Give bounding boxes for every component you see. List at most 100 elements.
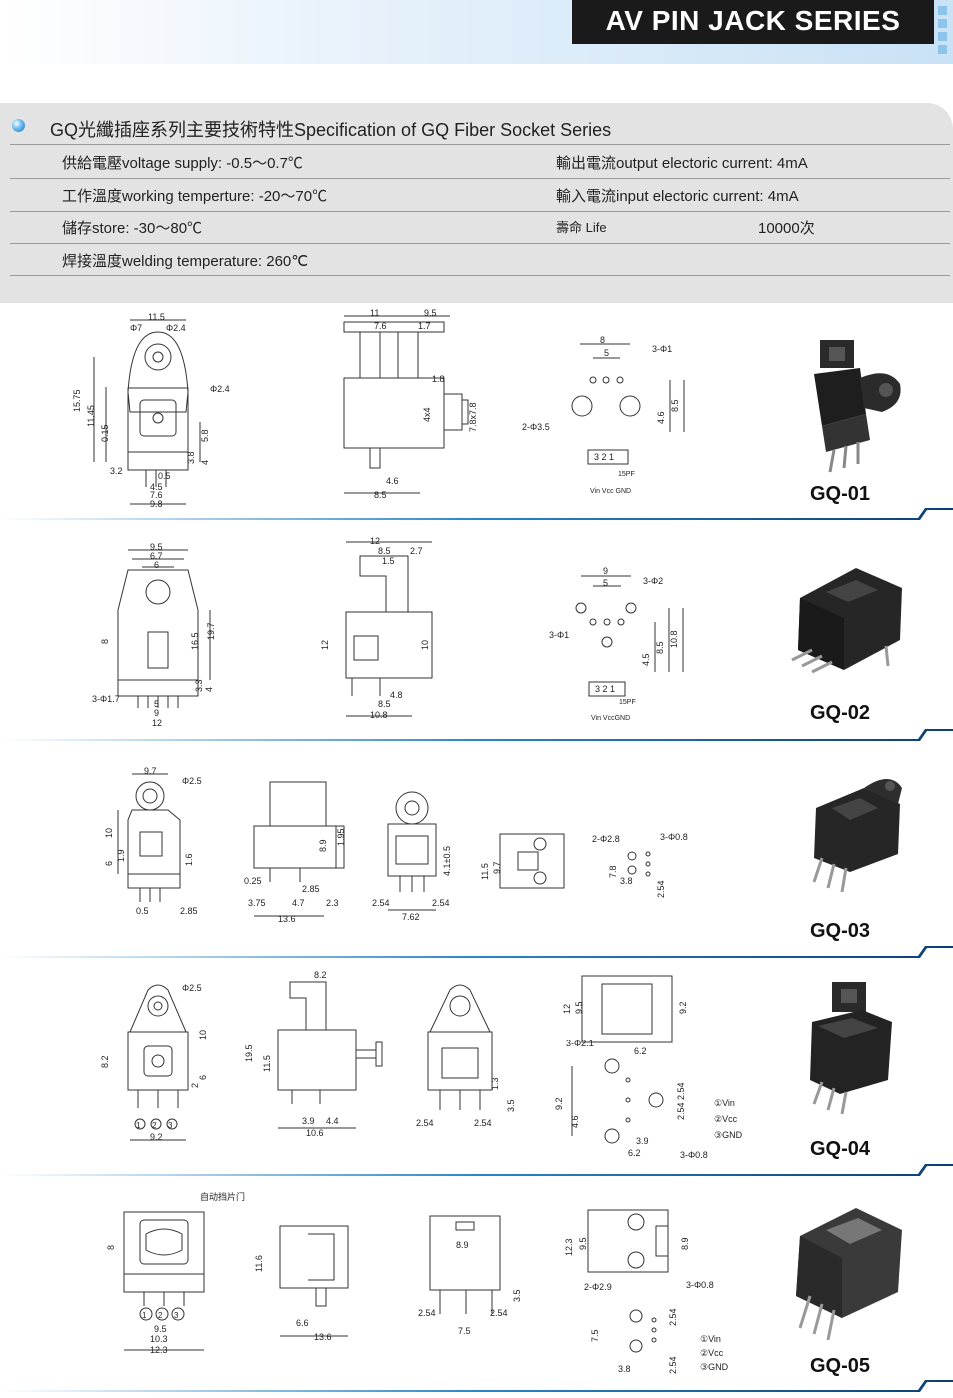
dim-text: 19.7 — [206, 622, 216, 640]
dim-text: 15.75 — [72, 389, 82, 412]
dim-text: 6.2 — [628, 1148, 641, 1158]
dim-text: 11.5 — [262, 1055, 272, 1072]
dim-text: 7.62 — [402, 912, 420, 922]
gq05-note: 自动挡片门 — [200, 1191, 245, 1202]
gq03-front-drawing: 9.7 Φ2.5 10 6 1.9 1.6 0.5 2.85 — [104, 766, 202, 916]
dim-text: 3-Φ0.8 — [686, 1280, 714, 1290]
gq01-photo — [814, 340, 901, 473]
gq02-pinout-drawing: 9 5 3-Φ2 3-Φ1 4.5 8.5 10.8 3 2 1 15PF Vi… — [549, 566, 684, 722]
dim-text: 8.5 — [670, 399, 680, 412]
spec-voltage: 供給電壓voltage supply: -0.5～0.7℃ — [62, 155, 303, 172]
dim-text: 9.8 — [150, 499, 163, 509]
dim-text: 9 — [603, 566, 608, 576]
dim-text: 1.8 — [432, 374, 445, 384]
dim-text: 6.2 — [634, 1046, 647, 1056]
dim-text: 2.54 — [656, 880, 666, 898]
dim-text: 15PF — [618, 471, 635, 478]
gq02-side-drawing: 12 8.5 2.7 1.5 12 10 4.8 8.5 10.8 — [320, 536, 433, 720]
dim-text: 3.9 — [302, 1116, 315, 1126]
gq05-top-drawing: 12.3 9.5 8.9 — [564, 1209, 690, 1273]
dim-text: 8.9 — [456, 1240, 469, 1250]
dim-text: 8.5 — [374, 490, 387, 500]
dim-text: 4.1±0.5 — [442, 846, 452, 876]
dim-text: 6 — [154, 560, 159, 570]
dim-text: 8.9 — [680, 1237, 690, 1250]
spec-life-label: 壽命 Life — [556, 220, 607, 235]
dim-text: 2.54 — [668, 1356, 678, 1374]
dim-text: 12 — [152, 718, 162, 728]
spec-life-value: 10000次 — [758, 220, 815, 237]
dim-text: 1.7 — [418, 321, 431, 331]
header-title-box — [572, 0, 934, 44]
dim-text: 2.54 — [490, 1308, 508, 1318]
dim-text: 11.6 — [254, 1255, 264, 1272]
dim-text: 2.85 — [302, 884, 320, 894]
dim-text: 3-Φ2.1 — [566, 1040, 594, 1048]
dim-text: 3-Φ0.8 — [660, 832, 688, 842]
dim-text: 2.54 — [432, 898, 450, 908]
section-divider — [0, 729, 953, 741]
dim-text: 9.5 — [574, 1001, 584, 1014]
dim-text: 3 2 1 — [594, 452, 614, 462]
dim-text: 9.5 — [424, 308, 437, 318]
dim-text: 3-Φ1.7 — [92, 694, 120, 704]
dim-text: 3-Φ1 — [652, 344, 672, 354]
dim-text: 2.3 — [326, 898, 339, 908]
dim-text: 1.5 — [382, 556, 395, 566]
dim-text: 3.8 — [618, 1364, 631, 1374]
dim-text: 12 — [562, 1004, 572, 1014]
gq05-side-drawing: 11.6 6.6 13.6 — [254, 1225, 349, 1342]
dim-text: 10 — [104, 828, 114, 838]
dim-text: 3.5 — [506, 1099, 516, 1112]
dim-text: 5 — [603, 578, 608, 588]
dim-text: 9.7 — [492, 861, 502, 874]
dim-text: 9.2 — [554, 1097, 564, 1110]
dim-text: 2-Φ2.9 — [584, 1282, 612, 1292]
dim-text: 5 — [154, 699, 159, 709]
gq04-pinout-drawing: 3-Φ2.1 9.2 4.6 2.54 2.54 3.9 6.2 3-Φ0.8 … — [554, 1040, 743, 1160]
dim-text: 4 — [204, 687, 214, 692]
dim-text: 4.6 — [656, 411, 666, 424]
dim-text: 3.8 — [620, 876, 633, 886]
header-dash — [938, 32, 947, 41]
dim-text: 2 — [190, 1083, 200, 1088]
dim-text: 5.8 — [200, 429, 210, 442]
dim-text: 3.5 — [512, 1289, 522, 1302]
section-divider — [0, 1164, 953, 1176]
dim-text: 4.5 — [150, 482, 163, 492]
model-label-gq03: GQ-03 — [809, 920, 871, 942]
dim-text: 9.7 — [144, 766, 157, 776]
dim-text: Φ7 — [130, 323, 142, 333]
dim-text: 3.3 — [194, 679, 204, 692]
dim-text: 9.5 — [150, 542, 163, 552]
dim-text: 2.54 — [474, 1118, 492, 1128]
gq03-side-drawing: 8.9 1.95 0.25 2.85 3.75 4.7 2.3 13.6 — [244, 781, 346, 924]
dim-text: 3.2 — [110, 466, 123, 476]
gq04-side-drawing: 8.2 19.5 11.5 3.9 4.4 10.6 — [244, 970, 383, 1138]
dim-text: 3.9 — [636, 1136, 649, 1146]
gq05-front-drawing: 自动挡片门 8 1 2 3 9.5 10.3 12.3 — [106, 1191, 245, 1355]
gq04-back-drawing: 1.3 3.5 2.54 2.54 — [416, 984, 516, 1128]
dim-text: 9 — [154, 708, 159, 718]
dim-text: Φ2.4 — [166, 323, 186, 333]
dim-text: 11 — [370, 308, 379, 318]
dim-text: 1.3 — [490, 1077, 500, 1090]
dim-text: 2-Φ3.5 — [522, 422, 550, 432]
dim-text: 4 — [200, 460, 210, 465]
dim-text: 9.5 — [578, 1237, 588, 1250]
dim-text: 13.6 — [314, 1332, 332, 1342]
dim-text: 8 — [100, 639, 110, 644]
dim-text: 2.54 — [418, 1308, 436, 1318]
pin-label: 2 — [158, 1311, 163, 1320]
gq01-front-drawing: 11.5 Φ7 Φ2.4 Φ2.4 15.75 11.45 0.15 5.8 3… — [72, 312, 230, 509]
dim-text: 11.45 — [86, 405, 96, 427]
dim-text: 7.6 — [374, 321, 387, 331]
header-dash — [938, 45, 947, 54]
dim-text: Φ2.5 — [182, 983, 202, 993]
dim-text: 8.5 — [378, 699, 391, 709]
bullet-icon — [12, 119, 25, 132]
header-dash — [938, 19, 947, 28]
pin-label: 3 — [174, 1311, 179, 1320]
dim-text: 8 — [106, 1245, 116, 1250]
dim-text: 10.6 — [306, 1128, 324, 1138]
